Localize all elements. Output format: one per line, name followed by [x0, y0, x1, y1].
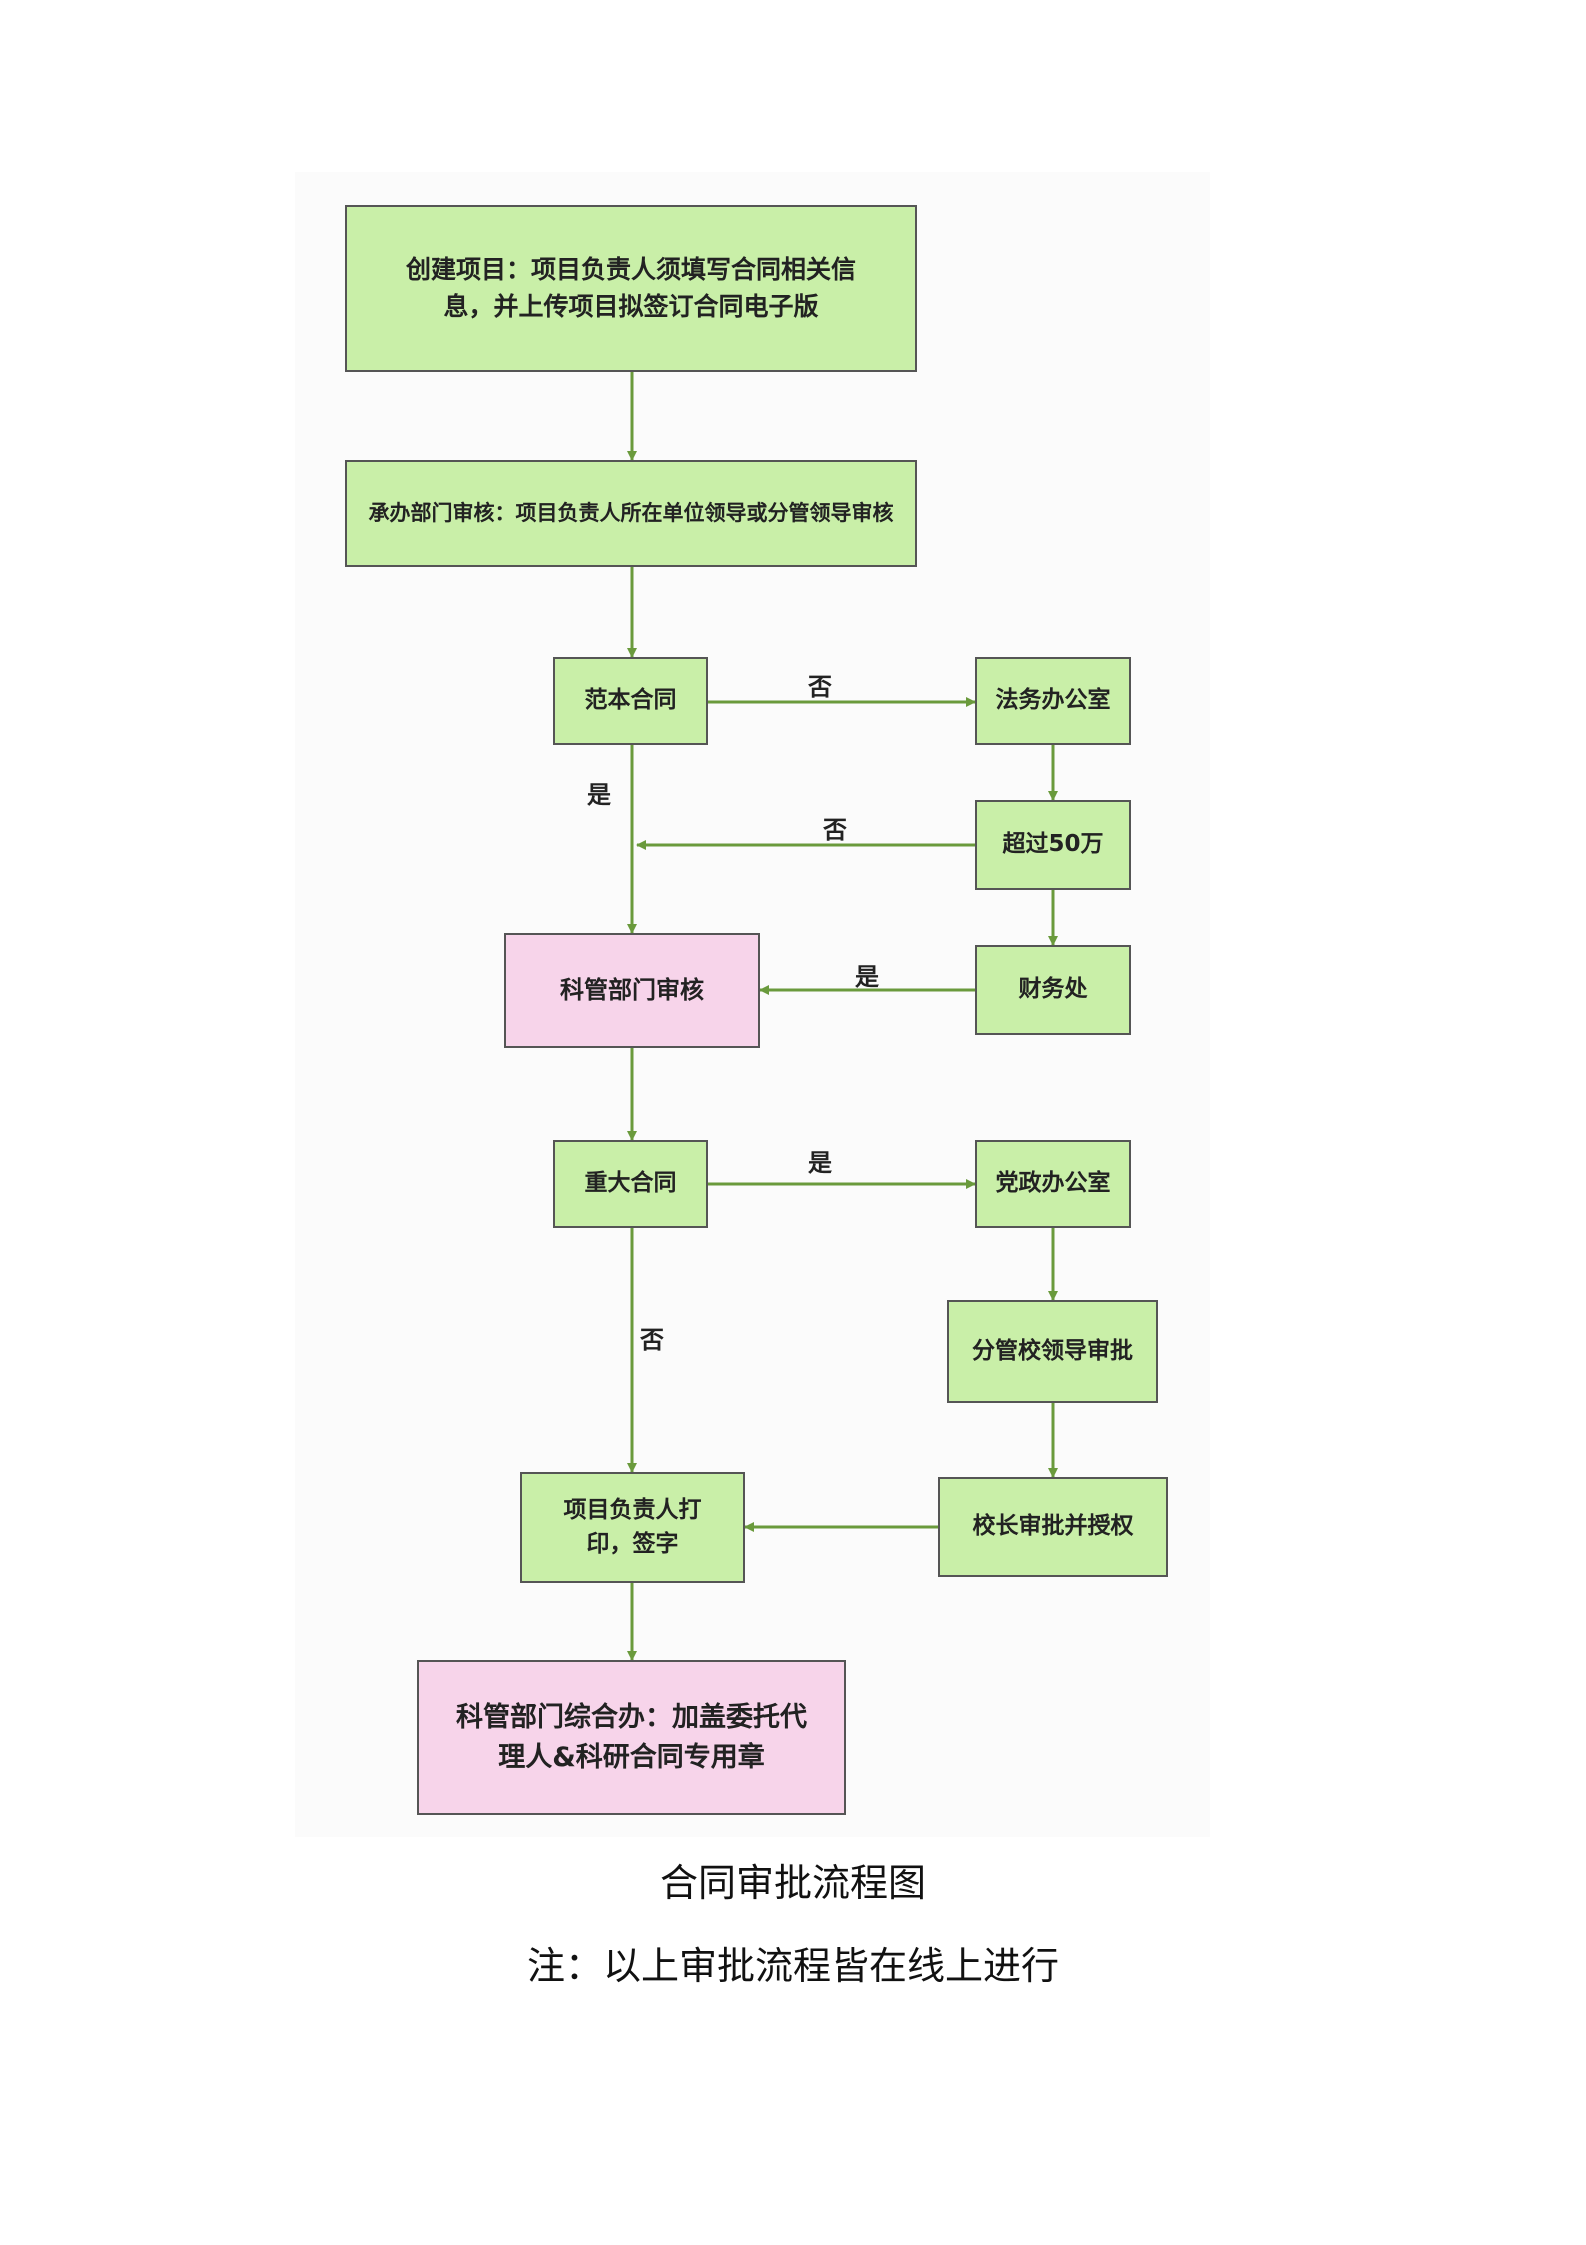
node-party-office: 党政办公室 — [975, 1140, 1131, 1228]
node-major-contract: 重大合同 — [553, 1140, 708, 1228]
node-create-project: 创建项目：项目负责人须填写合同相关信息，并上传项目拟签订合同电子版 — [345, 205, 917, 372]
node-research-review: 科管部门审核 — [504, 933, 760, 1048]
label-template-yes: 是 — [587, 781, 611, 809]
node-final-seal: 科管部门综合办：加盖委托代理人&科研合同专用章 — [417, 1660, 846, 1815]
node-pi-print-sign: 项目负责人打印，签字 — [520, 1472, 745, 1583]
node-president-approval: 校长审批并授权 — [938, 1477, 1168, 1577]
node-dept-review: 承办部门审核：项目负责人所在单位领导或分管领导审核 — [345, 460, 917, 567]
node-template-contract: 范本合同 — [553, 657, 708, 745]
node-legal-office: 法务办公室 — [975, 657, 1131, 745]
label-major-no: 否 — [640, 1326, 664, 1354]
label-over-no: 否 — [823, 816, 847, 844]
label-over-yes: 是 — [855, 963, 879, 991]
node-over-500k: 超过50万 — [975, 800, 1131, 890]
label-template-no: 否 — [808, 673, 832, 701]
diagram-note: 注：以上审批流程皆在线上进行 — [526, 1944, 1059, 1988]
node-finance-office: 财务处 — [975, 945, 1131, 1035]
node-vp-approval: 分管校领导审批 — [947, 1300, 1158, 1403]
diagram-title: 合同审批流程图 — [659, 1861, 926, 1905]
label-major-yes: 是 — [808, 1149, 832, 1177]
